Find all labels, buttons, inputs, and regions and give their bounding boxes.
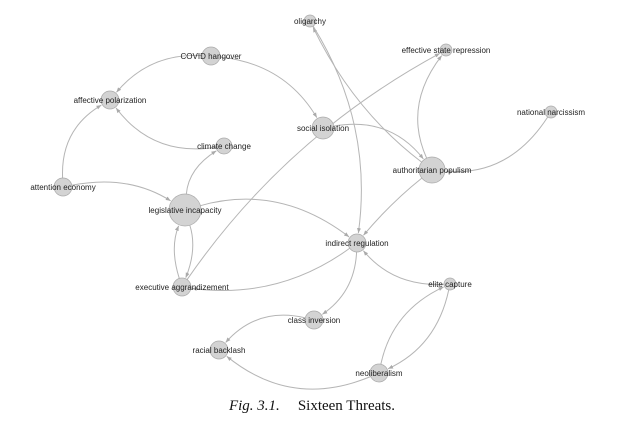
node-circle	[439, 43, 453, 57]
edge-ae-to-ap	[62, 104, 102, 179]
node-circle	[369, 363, 389, 383]
edge-ec-to-neo	[387, 289, 450, 370]
edge-nn-to-authpop	[445, 116, 549, 174]
edge-ir-to-ci	[321, 251, 358, 315]
node-circle	[215, 137, 233, 155]
edge-neo-to-rb	[226, 355, 371, 390]
edge-covid-to-si	[219, 56, 318, 118]
edge-li-to-ea	[185, 225, 194, 278]
node-rb: racial backlash	[193, 340, 246, 360]
node-ap: affective polarization	[74, 90, 147, 110]
node-label: affective polarization	[74, 96, 147, 105]
node-label: indirect regulation	[325, 239, 388, 248]
edge-ci-to-rb	[225, 314, 306, 343]
edge-li-to-cc	[185, 150, 217, 195]
edge-li-to-ir	[200, 198, 350, 238]
node-circle	[443, 277, 457, 291]
node-ci: class inversion	[288, 310, 340, 330]
node-label: neoliberalism	[355, 369, 402, 378]
edge-ir-to-ea	[191, 247, 351, 291]
node-nn: national narcissism	[517, 105, 585, 119]
node-label: oligarchy	[294, 17, 326, 26]
node-circle	[347, 233, 367, 253]
node-ae: attention economy	[30, 177, 96, 197]
node-circle	[544, 105, 558, 119]
node-authpop: authoritarian populism	[393, 156, 472, 184]
edge-authpop-to-oligarchy	[312, 27, 422, 163]
node-circle	[311, 116, 335, 140]
edge-ea-to-esr	[186, 52, 441, 280]
node-circle	[168, 193, 202, 227]
node-circle	[172, 277, 192, 297]
node-label: COVID hangover	[181, 52, 242, 61]
node-covid: COVID hangover	[181, 46, 242, 66]
node-label: authoritarian populism	[393, 166, 472, 175]
edge-authpop-to-ir	[363, 177, 423, 236]
node-label: effective state repression	[402, 46, 491, 55]
node-li: legislative incapacity	[149, 193, 222, 227]
node-label: social isolation	[297, 124, 349, 133]
node-oligarchy: oligarchy	[294, 14, 326, 28]
node-esr: effective state repression	[402, 43, 491, 57]
node-neo: neoliberalism	[355, 363, 403, 383]
node-ir: indirect regulation	[325, 233, 389, 253]
edge-oligarchy-to-ir	[312, 25, 362, 234]
node-circle	[100, 90, 120, 110]
node-circle	[53, 177, 73, 197]
node-cc: climate change	[197, 137, 251, 155]
node-circle	[304, 310, 324, 330]
node-label: class inversion	[288, 316, 340, 325]
edge-ec-to-ir	[362, 250, 445, 285]
node-label: elite capture	[428, 280, 472, 289]
node-label: executive aggrandizement	[135, 283, 229, 292]
node-ea: executive aggrandizement	[135, 277, 229, 297]
figure-title: Sixteen Threats.	[297, 398, 396, 414]
edge-cc-to-ap	[115, 107, 217, 150]
node-circle	[418, 156, 446, 184]
edge-ea-to-li	[173, 225, 180, 279]
node-label: climate change	[197, 142, 251, 151]
node-label: attention economy	[30, 183, 95, 192]
node-label: legislative incapacity	[149, 206, 222, 215]
node-label: national narcissism	[517, 108, 585, 117]
edge-ae-to-li	[71, 181, 171, 202]
figure-caption: Fig. 3.1. Sixteen Threats.	[0, 398, 624, 415]
node-circle	[303, 14, 317, 28]
node-si: social isolation	[297, 116, 349, 140]
node-ec: elite capture	[428, 277, 472, 291]
edge-covid-to-ap	[116, 54, 203, 93]
node-label: racial backlash	[193, 346, 246, 355]
figure-number: Fig. 3.1.	[228, 398, 280, 414]
edge-authpop-to-esr	[417, 55, 443, 159]
node-circle	[201, 46, 221, 66]
node-circle	[209, 340, 229, 360]
edge-neo-to-ec	[380, 286, 444, 365]
